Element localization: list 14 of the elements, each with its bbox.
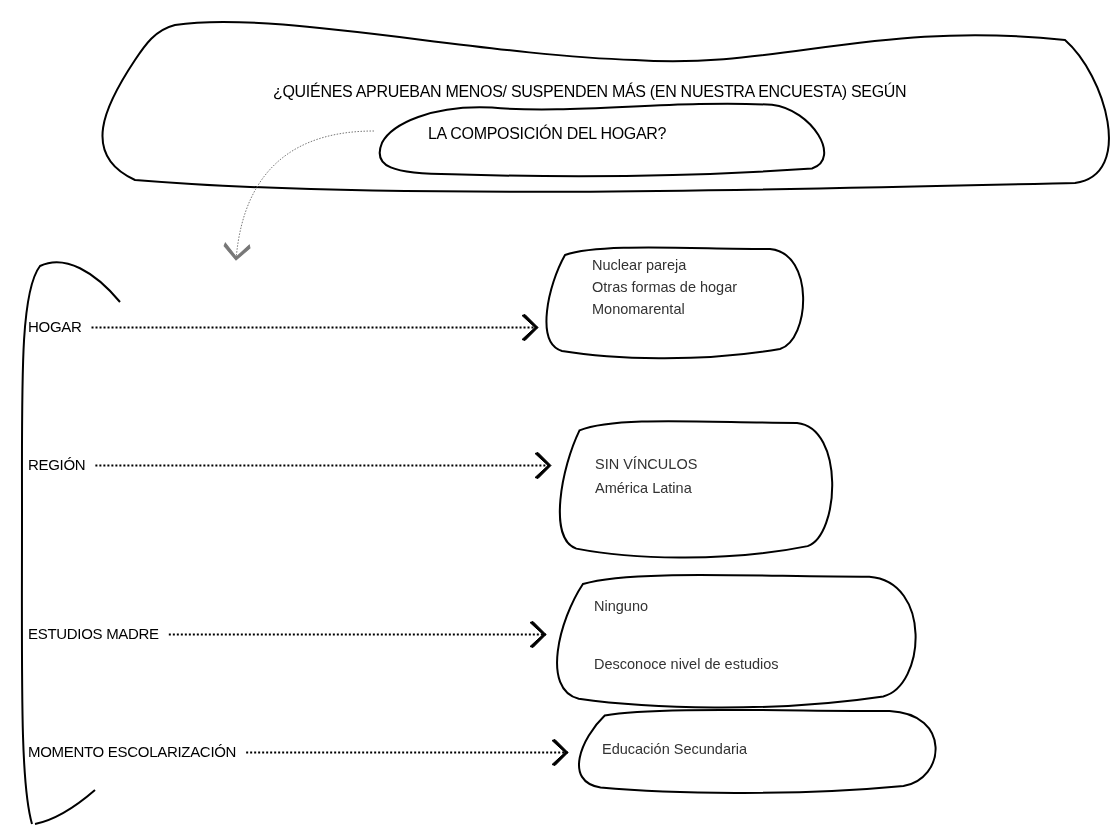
list-item: América Latina (595, 480, 692, 496)
category-label: REGIÓN (28, 456, 86, 473)
question-text: ¿QUIÉNES APRUEBAN MENOS/ SUSPENDEN MÁS (EN NUESTRA ENCUESTA) SEGÚN (273, 83, 907, 101)
question-text: LA COMPOSICIÓN DEL HOGAR? (428, 125, 667, 143)
category-label: MOMENTO ESCOLARIZACIÓN (28, 743, 237, 760)
list-item: Desconoce nivel de estudios (594, 656, 779, 672)
list-item: SIN VÍNCULOS (595, 456, 698, 472)
category-label: HOGAR (28, 318, 82, 335)
category-label: ESTUDIOS MADRE (28, 625, 159, 642)
list-item: Ninguno (594, 598, 648, 614)
list-item: Monomarental (592, 301, 685, 317)
list-item: Otras formas de hogar (592, 279, 738, 295)
list-item: Nuclear pareja (592, 257, 687, 273)
list-item: Educación Secundaria (602, 741, 748, 757)
